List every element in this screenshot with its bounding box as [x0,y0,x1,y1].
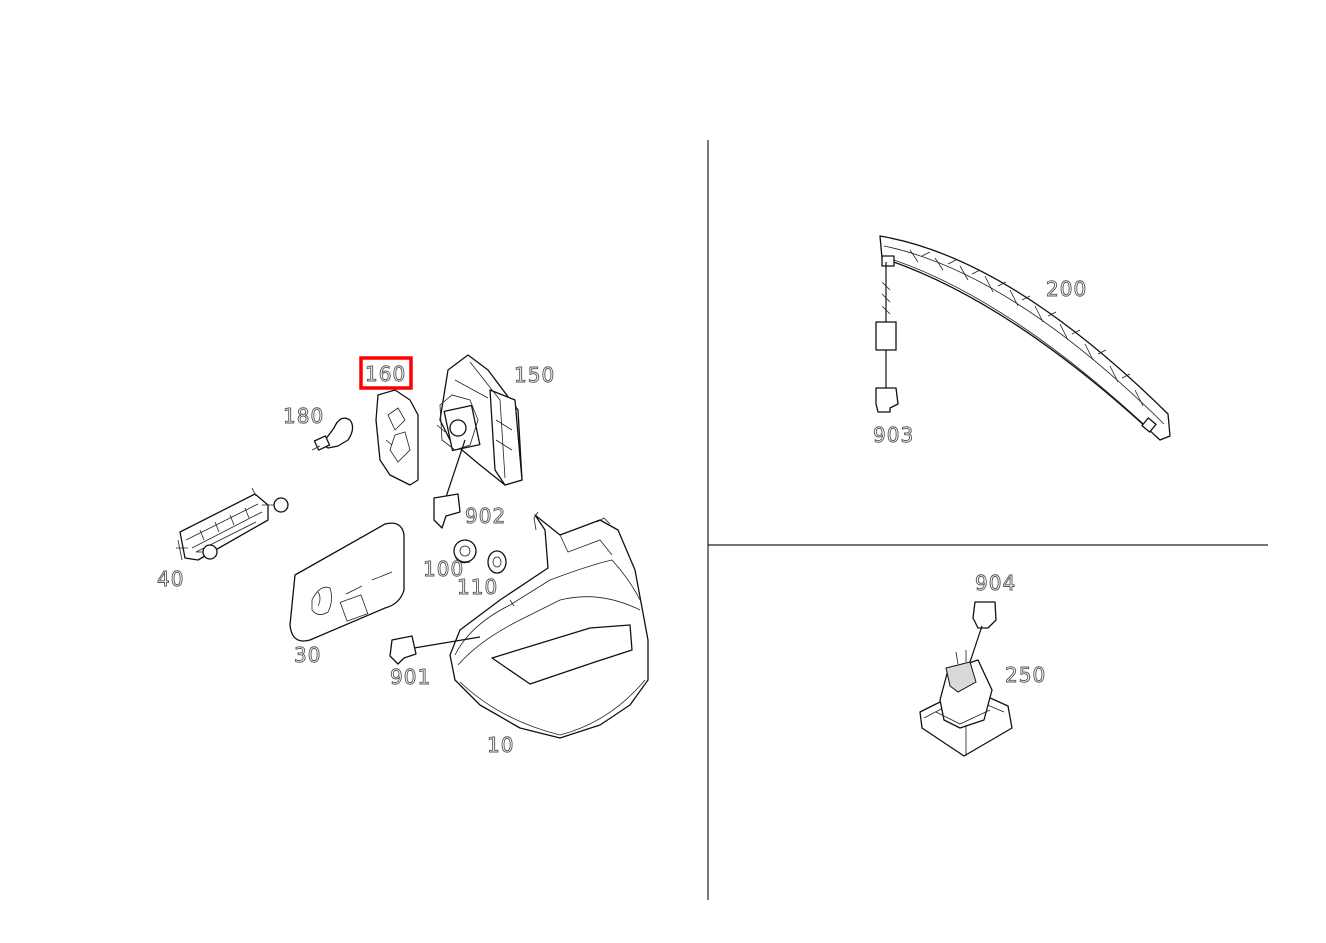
part-250-plate-lamp[interactable] [919,650,1013,757]
label-904: 904 [975,571,1016,595]
label-40: 40 [157,567,184,591]
part-30-cover[interactable] [289,522,405,642]
label-903: 903 [873,423,914,447]
part-901-connector[interactable] [389,635,481,665]
part-903-connector[interactable] [875,262,899,413]
label-200: 200 [1046,277,1087,301]
highlight-box [359,356,413,390]
label-160: 160 [365,362,406,386]
part-150-lamp-carrier[interactable] [436,354,523,486]
part-902-connector[interactable] [433,439,466,529]
label-250: 250 [1005,663,1046,687]
part-10-tail-lamp[interactable] [449,511,649,739]
label-150: 150 [514,363,555,387]
label-180: 180 [283,404,324,428]
part-100-grommet[interactable] [453,539,477,564]
label-100: 100 [423,557,464,581]
part-904-connector[interactable] [967,601,997,669]
callout-labels: 150 160 180 902 40 100 110 30 901 10 200… [157,277,1087,758]
part-180-bulb[interactable] [311,417,354,451]
part-110-grommet[interactable] [487,550,507,574]
part-200-light-bar[interactable] [879,235,1171,441]
part-160-gasket[interactable] [375,389,419,486]
label-902: 902 [465,504,506,528]
part-40-bulb-holder[interactable] [176,487,289,561]
label-10: 10 [487,733,514,757]
label-30: 30 [294,643,321,667]
label-901: 901 [390,665,431,689]
label-110: 110 [457,575,498,599]
